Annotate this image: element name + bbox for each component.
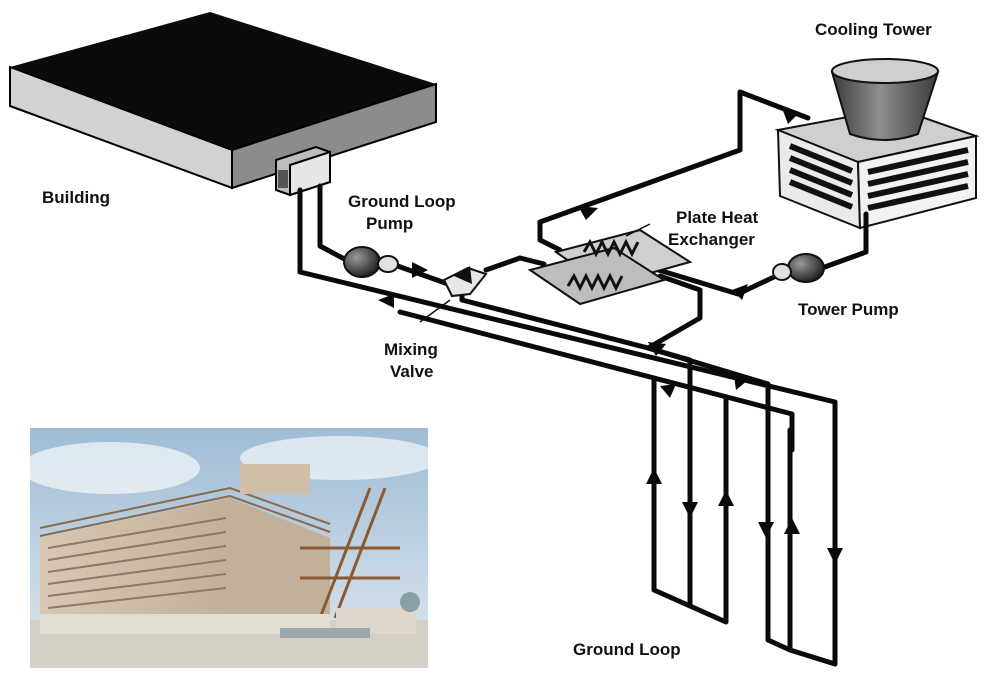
flow-arrow-icon: [412, 262, 428, 278]
pipe-tower-return: [819, 211, 869, 271]
flow-arrow-icon: [682, 502, 698, 518]
tower-pump-motor: [772, 263, 792, 281]
ground-loop-cross: [651, 375, 795, 453]
mixing-valve-label-line1: Mixing: [384, 340, 438, 359]
flow-arrows: [378, 108, 843, 564]
pipe-exchanger-to-tower: [537, 89, 811, 253]
building-roof: [10, 12, 436, 150]
plate-heat-exchanger-label-line2: Exchanger: [668, 230, 755, 249]
ground-loop-well-1: [645, 345, 793, 653]
ground-loop-pump-motor: [377, 255, 399, 273]
mixing-valve-handle: [454, 266, 472, 284]
cooling-tower: [774, 58, 980, 230]
cooling-tower-photo: [30, 428, 428, 668]
flow-arrow-icon: [734, 376, 748, 390]
pipe-building-to-pump: [317, 183, 353, 265]
plate-heat-exchanger: [527, 223, 693, 306]
building-label: Building: [42, 188, 110, 207]
cooling-tower-label: Cooling Tower: [815, 20, 932, 39]
pump-icon: [343, 246, 399, 278]
ground-loop-pump-body: [343, 246, 381, 278]
flow-arrow-icon: [378, 294, 394, 308]
pump-icon: [772, 253, 825, 283]
flow-arrow-icon: [578, 206, 598, 220]
mixing-valve-label-line2: Valve: [390, 362, 434, 381]
flow-arrow-icon: [782, 108, 800, 124]
plate-heat-exchanger-label-line1: Plate Heat: [676, 208, 759, 227]
tower-pump-body: [787, 253, 825, 283]
flow-arrow-icon: [646, 468, 662, 484]
tower-louvers: [788, 143, 969, 211]
ground-loop-pump-label-line2: Pump: [366, 214, 414, 233]
flow-arrow-icon: [660, 384, 676, 398]
tower-pump-label: Tower Pump: [798, 300, 899, 319]
exchanger-coil-upper: [582, 238, 640, 258]
flow-arrow-icon: [758, 522, 774, 538]
mixing-valve-pointer: [419, 299, 451, 323]
exchanger-coil-lower: [566, 272, 624, 292]
pipe-building-return: [297, 187, 838, 563]
flow-arrow-icon: [827, 548, 843, 564]
ground-loop-pump-label-line1: Ground Loop: [348, 192, 456, 211]
pipe-exchanger-return: [645, 273, 703, 351]
pipe-valve-to-exchanger: [483, 255, 547, 273]
valve-icon: [419, 266, 488, 323]
flow-arrow-icon: [784, 518, 800, 534]
flow-arrow-icon: [732, 284, 748, 300]
ground-loop-label: Ground Loop: [573, 640, 681, 659]
tower-fan-rim: [831, 58, 939, 84]
cooling-tower-photo-image: [30, 428, 428, 668]
building: [9, 12, 437, 197]
flow-arrow-icon: [718, 490, 734, 506]
ground-loop-outer-bottom: [787, 557, 838, 667]
mechanical-box-port: [278, 170, 288, 188]
flow-arrow-icon: [648, 342, 666, 356]
exchanger-pointer: [625, 223, 651, 237]
